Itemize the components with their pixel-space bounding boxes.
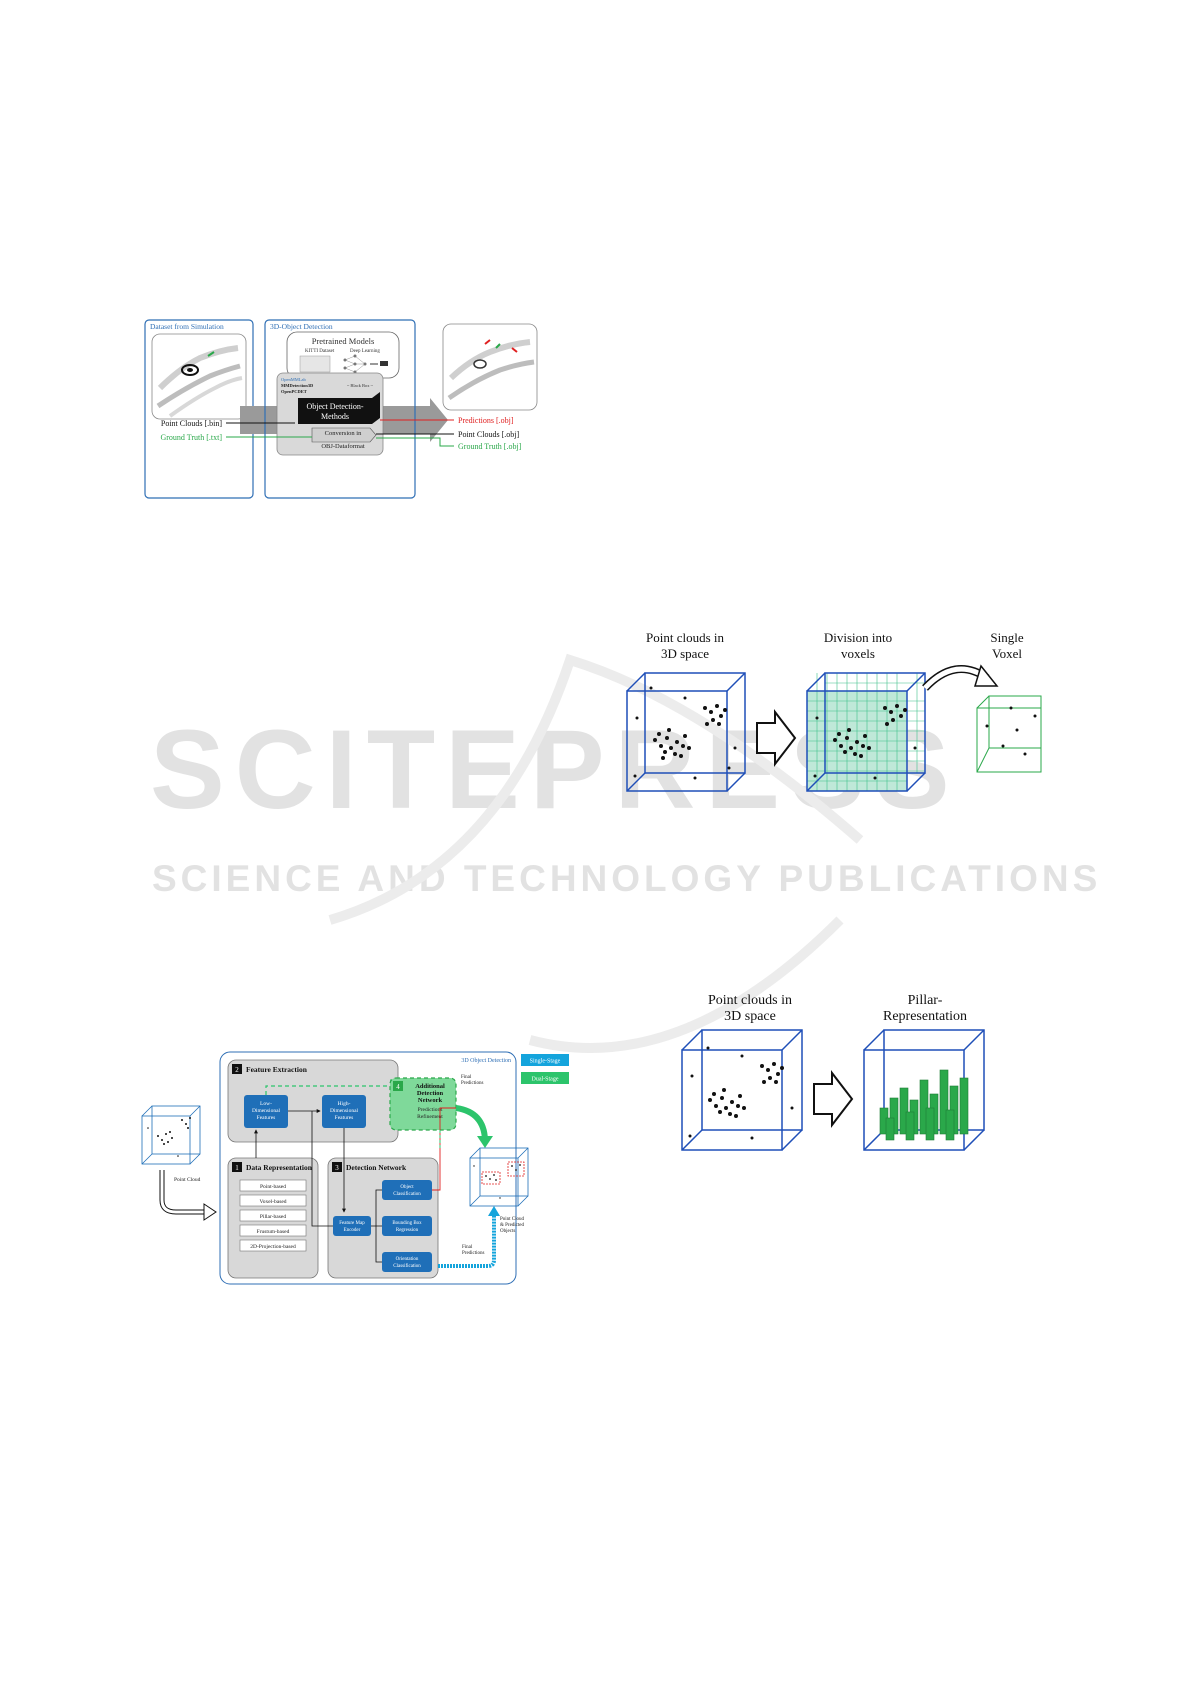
figure-1-pipeline: Dataset from Simulation 3D-Object Detect… bbox=[144, 319, 538, 499]
fig1-gt-obj: Ground Truth [.obj] bbox=[458, 442, 522, 451]
fig2-label2-line1: Division into bbox=[824, 630, 892, 645]
fig2-label1-line1: Point clouds in bbox=[646, 630, 725, 645]
figure-4-pillars: Point clouds in 3D space Pillar- Represe… bbox=[681, 993, 985, 1151]
fig2-label3-line1: Single bbox=[990, 630, 1023, 645]
fig4-label2-line2: Representation bbox=[883, 1009, 967, 1024]
fig3-final-bot-2: Predictions bbox=[462, 1251, 485, 1256]
fig3-input-cube bbox=[141, 1105, 201, 1165]
fig3-pcpred-2: & Predicted bbox=[500, 1223, 525, 1228]
fig3-dr-items: Point-based Voxel-based Pillar-based Fru… bbox=[239, 1179, 307, 1252]
fig1-black-box: ~ Black Box ~ bbox=[347, 383, 374, 388]
fig3-dr-title: Data Representation bbox=[246, 1163, 313, 1172]
fig1-conv-line1: Conversion in bbox=[325, 430, 362, 437]
fig1-mmdet: MMDetection3D bbox=[281, 383, 314, 388]
fig1-pc-obj: Point Clouds [.obj] bbox=[458, 430, 519, 439]
fig3-or-2: Classification bbox=[393, 1264, 421, 1269]
fig2-label2-line2: voxels bbox=[841, 646, 875, 661]
fig1-mid-panel-title: 3D-Object Detection bbox=[270, 322, 333, 331]
fig1-deep-label: Deep Learning bbox=[350, 349, 380, 354]
fig3-add-3: Network bbox=[418, 1097, 443, 1104]
fig2-cube-voxels bbox=[806, 672, 926, 792]
fig2-points-2 bbox=[813, 704, 917, 780]
fig3-oc-2: Classification bbox=[393, 1192, 421, 1197]
fig2-points-1 bbox=[633, 686, 737, 780]
fig3-low-2: Dimensional bbox=[252, 1108, 281, 1114]
fig3-add-num: 4 bbox=[396, 1083, 400, 1091]
fig2-cube-pointcloud bbox=[626, 672, 746, 792]
fig2-label3-line2: Voxel bbox=[992, 646, 1022, 661]
fig3-bb-1: Bounding Box bbox=[392, 1221, 422, 1226]
fig3-dr-item: Frustum-based bbox=[257, 1229, 290, 1235]
lidar-scan-image-right bbox=[447, 339, 535, 401]
figure-2-voxelization: Point clouds in 3D space Division into v… bbox=[626, 630, 1042, 792]
fig4-label1-line1: Point clouds in bbox=[708, 993, 792, 1008]
fig3-low-3: Features bbox=[257, 1115, 276, 1121]
fig3-fe-num: 2 bbox=[235, 1066, 239, 1074]
fig1-openmmlab: OpenMMLab bbox=[281, 377, 306, 382]
lidar-scan-image-left bbox=[156, 345, 243, 418]
fig1-pc-bin: Point Clouds [.bin] bbox=[161, 419, 222, 428]
fig3-high-3: Features bbox=[335, 1115, 354, 1121]
fig3-add-1: Additional bbox=[415, 1083, 445, 1090]
fig1-pred-obj: Predictions [.obj] bbox=[458, 416, 514, 425]
fig3-dn-title: Detection Network bbox=[346, 1163, 407, 1172]
fig3-low-1: Low- bbox=[260, 1101, 272, 1107]
fig3-add-sub2: Refinement bbox=[417, 1113, 443, 1120]
fig1-kitti-label: KITTI Dataset bbox=[305, 349, 335, 354]
fig3-dr-item: Voxel-based bbox=[259, 1199, 286, 1205]
fig1-conv-line2: OBJ-Dataformat bbox=[321, 443, 365, 450]
fig3-add-2: Detection bbox=[417, 1090, 444, 1097]
fig3-pcpred-1: Point Cloud bbox=[500, 1217, 525, 1222]
fig1-objdet-line2: Methods bbox=[321, 412, 349, 421]
fig1-gt-txt: Ground Truth [.txt] bbox=[160, 433, 222, 442]
fig4-cube-pointcloud bbox=[681, 1029, 803, 1151]
fig1-openpcdet: OpenPCDET bbox=[281, 389, 307, 394]
fig3-pcpred-3: Objects bbox=[500, 1229, 515, 1234]
fig3-high-2: Dimensional bbox=[330, 1108, 359, 1114]
fig3-dr-num: 1 bbox=[235, 1164, 239, 1172]
fig2-label1-line2: 3D space bbox=[661, 646, 709, 661]
fig3-bb-2: Regression bbox=[396, 1228, 419, 1233]
fig3-fme-1: Feature Map bbox=[339, 1221, 365, 1226]
fig3-legend-single: Single-Stage bbox=[530, 1059, 561, 1065]
fig3-final-top-1: Final bbox=[461, 1075, 472, 1080]
fig4-pillars bbox=[879, 1069, 969, 1141]
fig4-label2-line1: Pillar- bbox=[908, 993, 943, 1008]
fig3-dr-item: Point-based bbox=[260, 1184, 286, 1190]
fig3-add-sub1: Predictions bbox=[418, 1107, 443, 1113]
fig3-or-1: Orientation bbox=[396, 1257, 419, 1262]
fig3-fme-2: Encoder bbox=[344, 1228, 361, 1233]
fig3-dn-num: 3 bbox=[335, 1164, 339, 1172]
fig1-left-panel-title: Dataset from Simulation bbox=[150, 322, 224, 331]
fig3-legend-dual: Dual-Stage bbox=[532, 1077, 559, 1083]
fig3-high-1: High- bbox=[338, 1101, 351, 1107]
fig3-oc-1: Object bbox=[400, 1185, 414, 1190]
fig3-title: 3D Object Detection bbox=[461, 1058, 511, 1064]
fig3-dr-item: Pillar-based bbox=[260, 1214, 286, 1220]
fig1-pretrained-title: Pretrained Models bbox=[312, 336, 375, 346]
fig4-label1-line2: 3D space bbox=[724, 1009, 776, 1024]
fig3-point-cloud-label: Point Cloud bbox=[174, 1177, 201, 1183]
fig3-final-bot-1: Final bbox=[462, 1245, 473, 1250]
fig1-objdet-line1: Object Detection- bbox=[306, 402, 363, 411]
watermark-small: SCIENCE AND TECHNOLOGY PUBLICATIONS bbox=[152, 858, 1102, 899]
fig3-fe-title: Feature Extraction bbox=[246, 1065, 308, 1074]
fig2-single-voxel bbox=[976, 695, 1042, 773]
watermark-seal-shape bbox=[328, 653, 864, 1053]
figure-3-detection-architecture: 3D Object Detection Single-Stage Dual-St… bbox=[141, 1051, 569, 1285]
fig3-dr-item: 2D-Projection-based bbox=[250, 1244, 296, 1250]
fig3-final-top-2: Predictions bbox=[461, 1081, 484, 1086]
